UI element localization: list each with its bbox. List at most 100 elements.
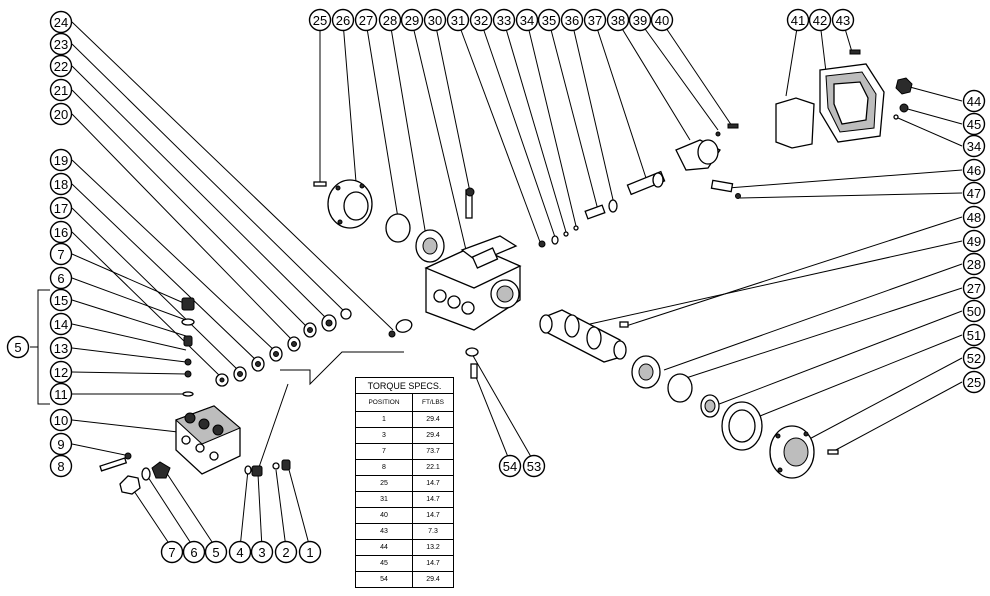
callout-c34a: 34: [515, 8, 539, 32]
callout-number: 25: [313, 13, 327, 28]
callout-circle: [469, 8, 493, 32]
callout-c34b: 34: [962, 134, 986, 158]
callout-circle: [962, 252, 986, 276]
callout-circle: [49, 382, 73, 406]
torque-value: 29.4: [412, 411, 454, 428]
callout-number: 35: [542, 13, 556, 28]
callout-circle: [831, 8, 855, 32]
callout-c42: 42: [808, 8, 832, 32]
callout-number: 12: [54, 365, 68, 380]
callout-c24: 24: [49, 10, 73, 34]
callout-c54: 54: [498, 454, 522, 478]
bearing-cover: [327, 179, 373, 229]
callout-c3: 3: [250, 540, 274, 564]
callout-circle: [962, 276, 986, 300]
callout-circle: [49, 102, 73, 126]
callout-c39: 39: [628, 8, 652, 32]
callout-c27b: 27: [962, 276, 986, 300]
callout-circle: [160, 540, 184, 564]
callout-circle: [378, 8, 402, 32]
callout-c13: 13: [49, 336, 73, 360]
callout-circle: [628, 8, 652, 32]
callout-c14: 14: [49, 312, 73, 336]
callout-number: 52: [967, 351, 981, 366]
callout-circle: [962, 134, 986, 158]
torque-value: 14.7: [412, 475, 454, 492]
callout-c48: 48: [962, 205, 986, 229]
callout-c31: 31: [446, 8, 470, 32]
callout-circle: [354, 8, 378, 32]
torque-value: 29.4: [412, 427, 454, 444]
callout-number: 6: [190, 545, 197, 560]
torque-position: 31: [355, 491, 413, 508]
callout-c38: 38: [606, 8, 630, 32]
callout-number: 37: [588, 13, 602, 28]
callout-c35: 35: [537, 8, 561, 32]
callout-number: 41: [791, 13, 805, 28]
callout-circle: [962, 89, 986, 113]
callout-circle: [962, 370, 986, 394]
callout-c21: 21: [49, 78, 73, 102]
torque-position: 25: [355, 475, 413, 492]
callout-circle: [204, 540, 228, 564]
torque-position: 8: [355, 459, 413, 476]
callout-number: 11: [54, 387, 68, 402]
callout-number: 31: [451, 13, 465, 28]
callout-circle: [49, 266, 73, 290]
torque-position: 45: [355, 555, 413, 572]
callout-c5b: 5: [204, 540, 228, 564]
callout-circle: [400, 8, 424, 32]
torque-table-title: TORQUE SPECS.: [355, 377, 454, 394]
callout-number: 15: [54, 293, 68, 308]
callout-number: 25: [967, 375, 981, 390]
callout-number: 43: [836, 13, 850, 28]
callout-number: 42: [813, 13, 827, 28]
callout-circle: [49, 32, 73, 56]
callout-c16: 16: [49, 220, 73, 244]
callout-number: 46: [967, 163, 981, 178]
callout-number: 29: [405, 13, 419, 28]
callout-c19: 19: [49, 148, 73, 172]
callout-c30: 30: [423, 8, 447, 32]
callout-circle: [522, 454, 546, 478]
callout-number: 39: [633, 13, 647, 28]
torque-value: 13.2: [412, 539, 454, 556]
callout-c18: 18: [49, 172, 73, 196]
callout-c47: 47: [962, 181, 986, 205]
callout-number: 26: [336, 13, 350, 28]
callout-number: 34: [520, 13, 534, 28]
torque-position: 44: [355, 539, 413, 556]
torque-position: 43: [355, 523, 413, 540]
callout-circle: [962, 158, 986, 182]
callout-circle: [606, 8, 630, 32]
callout-number: 9: [57, 437, 64, 452]
callout-c25a: 25: [308, 8, 332, 32]
callout-c10: 10: [49, 408, 73, 432]
callout-c49: 49: [962, 229, 986, 253]
callout-circle: [49, 336, 73, 360]
callout-c22: 22: [49, 54, 73, 78]
callout-circle: [962, 181, 986, 205]
torque-position: 54: [355, 571, 413, 588]
callout-number: 27: [359, 13, 373, 28]
callout-number: 16: [54, 225, 68, 240]
callout-circle: [49, 196, 73, 220]
callout-number: 7: [168, 545, 175, 560]
callout-number: 49: [967, 234, 981, 249]
callout-circle: [6, 335, 30, 359]
callout-c20: 20: [49, 102, 73, 126]
torque-value: 22.1: [412, 459, 454, 476]
callout-number: 1: [306, 545, 313, 560]
callout-c7b: 7: [160, 540, 184, 564]
callout-c44: 44: [962, 89, 986, 113]
callout-circle: [49, 10, 73, 34]
callout-c41: 41: [786, 8, 810, 32]
callout-c53: 53: [522, 454, 546, 478]
callout-c23: 23: [49, 32, 73, 56]
callout-circle: [49, 172, 73, 196]
